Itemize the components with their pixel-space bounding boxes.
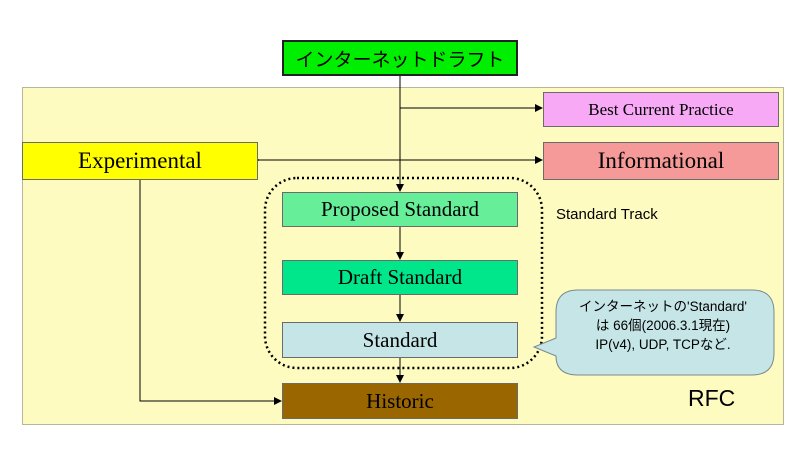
node-proposed-standard: Proposed Standard: [282, 192, 518, 227]
callout-text: インターネットの'Standard' は 66個(2006.3.1現在) IP(…: [563, 297, 763, 354]
standard-track-group: [263, 176, 544, 370]
node-experimental: Experimental: [22, 142, 258, 180]
node-internet-draft: インターネットドラフト: [282, 40, 518, 76]
callout-line: IP(v4), UDP, TCPなど.: [595, 337, 731, 352]
callout-bubble: [532, 289, 775, 376]
node-best-current-practice: Best Current Practice: [543, 92, 779, 127]
callout-line: インターネットの'Standard': [579, 299, 747, 314]
callout-line: は 66個(2006.3.1現在): [595, 318, 731, 333]
node-draft-standard: Draft Standard: [282, 260, 518, 295]
rfc-label: RFC: [688, 385, 736, 411]
standard-track-label: Standard Track: [556, 206, 658, 223]
node-standard: Standard: [282, 322, 518, 358]
node-informational: Informational: [543, 142, 779, 180]
node-historic: Historic: [282, 383, 518, 419]
arrow-experimental-to-historic: [139, 180, 282, 405]
